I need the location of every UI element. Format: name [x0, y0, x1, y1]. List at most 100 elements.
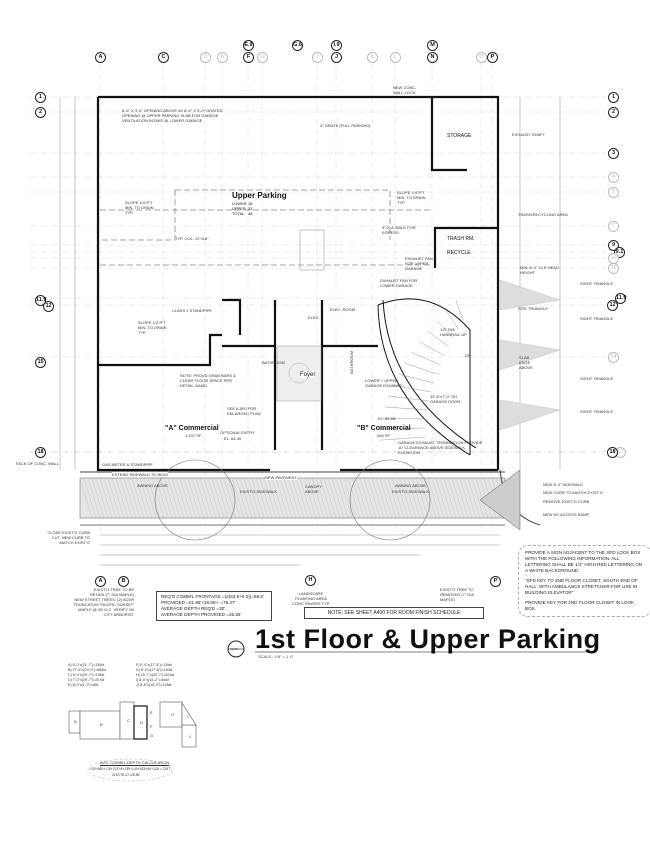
parking-outline — [100, 189, 430, 266]
note-walk-egress: 3'-0" & WALK FOR EGRESS — [382, 225, 416, 235]
calc-area-label: C — [127, 718, 130, 723]
commercial-b-area: 946 SF — [377, 433, 390, 438]
frontage-line: AVERAGE DEPTH PROVIDED =26.56' — [161, 612, 242, 617]
grid-bubble: P — [490, 576, 501, 587]
note-landscape-area: LANDSCAPE PLANTING AREA CONC PAVERS TYP. — [292, 591, 330, 606]
note-awning-above: AWNING ABOVE — [137, 483, 168, 488]
sidewalk-hatch — [79, 477, 506, 519]
frontage-line: PROVIDED =51.85'+26.65'+ =78.47' — [161, 600, 236, 605]
grid-bubble: 3 — [608, 148, 619, 159]
grid-bubble: 2 — [35, 107, 46, 118]
grid-bubble: P — [487, 52, 498, 63]
grid-bubble: I — [312, 52, 323, 63]
note-extend-sidewalk: EXTEND SIDEWALK TO BLDG — [112, 472, 169, 477]
note-compact-stalls: 3" GRATE (FULL PARKING) — [320, 123, 371, 128]
sheet-scale: SCALE : 1/8" = 1'-0" — [258, 654, 294, 659]
grid-bubble: 12 — [43, 301, 54, 312]
elevation-a: EL. 84.35 — [224, 436, 242, 441]
detail-bubble-label: A2.01 — [230, 647, 238, 651]
note-sight-triangle: SIGHT TRIANGLE — [580, 376, 614, 381]
grid-bubble: 5 — [608, 187, 619, 198]
note-slab-edge: SLAB EDGE ABOVE — [519, 355, 533, 370]
note-remove-curb: REMOVE EXIST'G CURB — [543, 499, 590, 504]
grid-bubble: A — [95, 52, 106, 63]
note-handrail: 1.5" DIA HANDRAIL UP — [440, 327, 467, 337]
note-exhaust-lower-upper: LOWER + UPPER GARAGE EXHAUST — [365, 378, 403, 388]
grid-bubble: D — [200, 52, 211, 63]
note-grab-bars: NOTE: PROVD GRAB BARS & CLEAR FLOOR SPAC… — [180, 373, 236, 388]
frontage-line: REQ'D COMM'L FRONTAGE =(2(63.5+8.0))=86.… — [161, 594, 264, 599]
grid-bubble: N — [427, 52, 438, 63]
note-tree-removed: EXIST'G TREE TO REMOVED (7" DIA MAPLE) — [440, 587, 474, 602]
calc-area-label: D — [140, 720, 143, 725]
calc-area-label: F — [150, 724, 153, 729]
grid-bubble: 18 — [35, 447, 46, 458]
grid-bubble: 2 — [608, 107, 619, 118]
depth-calc-title: AVG. COMM'L DEPTH CALCULATION — [100, 760, 170, 765]
grid-bubble: 1 — [608, 92, 619, 103]
grid-bubble: A — [95, 576, 106, 587]
note-awning-above: AWNING ABOVE — [395, 483, 426, 488]
elevation-b: EL. 84.55 — [378, 416, 396, 421]
grid-bubble: G — [257, 52, 268, 63]
grid-bubble: C — [158, 52, 169, 63]
room-trash: TRASH RM. — [447, 236, 475, 242]
note-enlarged-plan: SEE A-500 FOR ENLARGED PLAN — [227, 406, 261, 416]
calc-area-label: B — [100, 722, 103, 727]
grid-bubble: M — [427, 40, 438, 51]
grid-bubble: E.9 — [243, 40, 254, 51]
note-exhaust-fan-upper: EXHAUST FAN FOR UPPER GARAGE — [405, 256, 433, 271]
note-existing-sidewalk: EXIST'G SIDEWALK — [392, 489, 430, 494]
sheet-title: 1st Floor & Upper Parking — [255, 624, 601, 654]
note-dn: DN — [465, 353, 471, 358]
calc-area-label: E — [150, 710, 153, 715]
note-new-pavement: NEW PAVEMENT — [265, 475, 297, 480]
grid-bubble: I.9 — [331, 40, 342, 51]
note-garage-door: 13'-8"x7'-0" OH GARAGE DOOR — [430, 394, 461, 404]
grid-bubble: L — [390, 52, 401, 63]
grid-bubble: G.6 — [292, 40, 303, 51]
note-new-conc-wall: NEW CONC. WALL LOCK — [393, 85, 417, 95]
note-slope: SLOPE 1/4"/FT MIN. TO DRAIN TYP. — [138, 320, 167, 335]
commercial-a-area: 1,437 SF — [185, 433, 202, 438]
note-new-curb: NEW CURB TO MATCH EXIST'G — [543, 490, 603, 495]
grid-bubble: 11.9 — [615, 293, 626, 304]
room-elevator: ELEV. — [308, 315, 319, 320]
grid-bubble: 12 — [607, 300, 618, 311]
room-recycle: RECYCLE — [447, 250, 471, 256]
grid-bubble: E — [217, 52, 228, 63]
note-new-sidewalk: NEW 8'-0" SIDEWALK — [543, 482, 584, 487]
dimension-lines — [59, 97, 561, 566]
note-close-curb-cut: CLOSE EXIST'G CURB CUT, NEW CURB TO MATC… — [47, 530, 90, 545]
grid-bubble: 11.9 — [35, 295, 46, 306]
building-walls — [96, 95, 500, 472]
note-tree-retain: EXIST'G TREE TO BE RETAIN (7" DIA MAPLE) — [89, 587, 134, 597]
note-optional-entry: OPTIONAL ENTRY — [220, 430, 255, 435]
grid-bubble: 9 — [608, 240, 619, 251]
sfd-note: PROVIDE A SIGN ADJACENT TO THE SFD LOCK … — [525, 550, 643, 573]
grid-bubble: O — [476, 52, 487, 63]
curb-ramp — [479, 469, 521, 531]
ramp-stair-lines — [379, 300, 464, 441]
depth-calc-formula: 130+660+178+207+8+139+140+523+64+128 = 2… — [90, 767, 171, 771]
note-new-street-trees: NEW STREET TREES: (2) ACER TRUNCATUM 'PA… — [73, 597, 135, 617]
grid-bubble: 9.1 — [614, 247, 625, 258]
note-typ-col: TYP. COL. 12"x18" — [175, 236, 209, 241]
note-grates: 8'-6" X 3'-0" OPENING ABOVE W/ 8'-6" X 3… — [122, 108, 223, 123]
room-commercial-a: "A" Commercial — [165, 425, 219, 432]
grid-bubble: H — [305, 575, 316, 586]
grid-bubble: 14 — [608, 352, 619, 363]
note-exhaust-fan-lower: EXHAUST FAN FOR LOWER GARAGE — [380, 278, 418, 288]
note-canopy: CANOPY ABOVE — [305, 484, 322, 494]
sfd-key-notes: PROVIDE A SIGN ADJACENT TO THE SFD LOCK … — [518, 545, 650, 617]
stair — [299, 229, 325, 271]
sfd-note: "SFD KEY TO 2ND FLOOR CLOSET, SOUTH END … — [525, 578, 638, 595]
note-slope: SLOPE 1/4"/FT MIN. TO DRAIN TYP. — [397, 190, 426, 205]
grid-bubble: 1 — [35, 92, 46, 103]
street-tree — [154, 459, 236, 541]
